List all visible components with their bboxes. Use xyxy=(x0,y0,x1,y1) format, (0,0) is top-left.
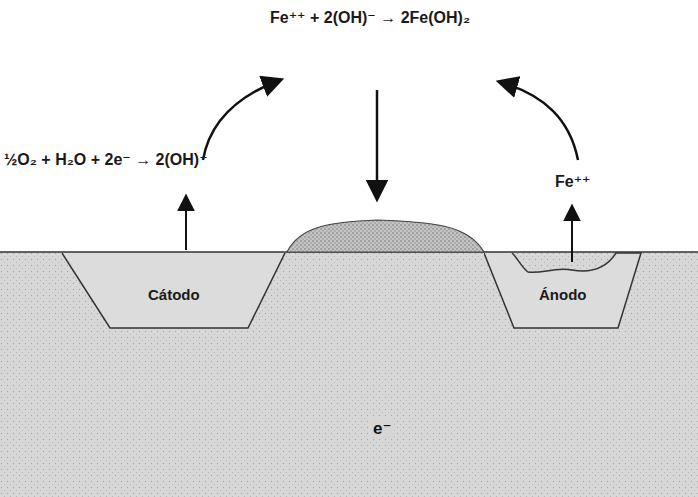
reaction-equation: ½O₂ + H₂O + 2e⁻ → 2(OH)⁻ xyxy=(4,150,208,169)
rust-deposit xyxy=(287,220,484,252)
ion-label: Fe⁺⁺ xyxy=(555,172,591,191)
ion-arrow xyxy=(571,207,573,262)
anode-region: Ánodo xyxy=(484,252,642,330)
reaction-arrow xyxy=(500,82,578,160)
region-label: Cátodo xyxy=(148,286,200,303)
deposit-arrow xyxy=(376,90,379,198)
cathode-region: Cátodo xyxy=(62,252,286,330)
region-label: Ánodo xyxy=(539,286,586,303)
reaction-equation: Fe⁺⁺ + 2(OH)⁻ → 2Fe(OH)₂ xyxy=(270,8,470,27)
electron-label: e⁻ xyxy=(370,418,394,439)
metal-ground xyxy=(0,252,698,497)
reaction-arrow xyxy=(203,80,280,160)
hydroxide-arrow xyxy=(185,197,187,250)
